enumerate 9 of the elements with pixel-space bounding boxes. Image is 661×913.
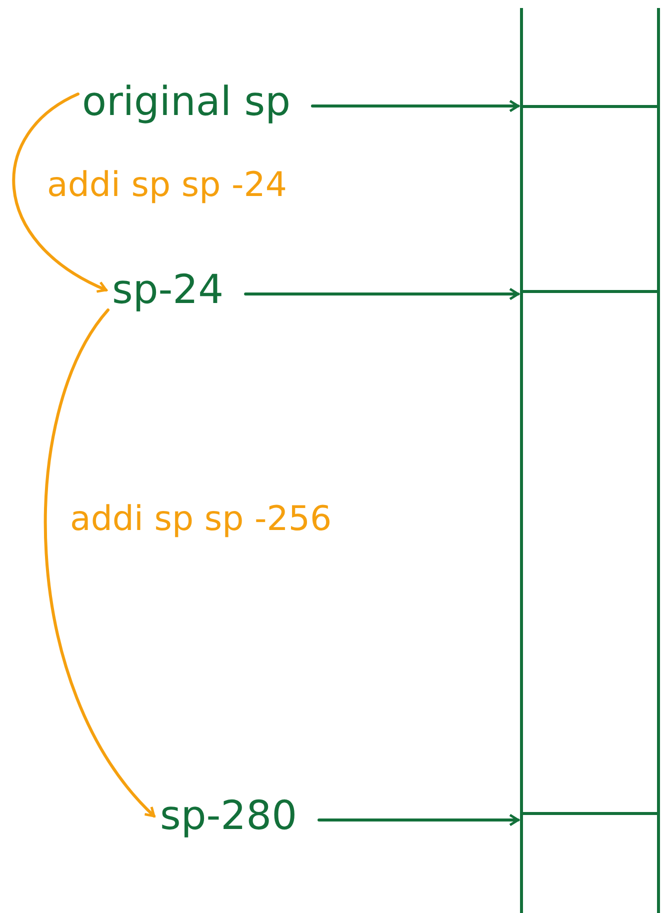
arrow [12, 92, 108, 292]
stack-column [520, 8, 660, 913]
arrow [44, 308, 156, 818]
arrow [310, 100, 520, 112]
arrow [318, 814, 520, 826]
pointer-label: original sp [82, 82, 290, 122]
pointer-label: sp-24 [112, 270, 224, 310]
arrow [244, 288, 520, 300]
pointer-label: sp-280 [160, 796, 298, 836]
